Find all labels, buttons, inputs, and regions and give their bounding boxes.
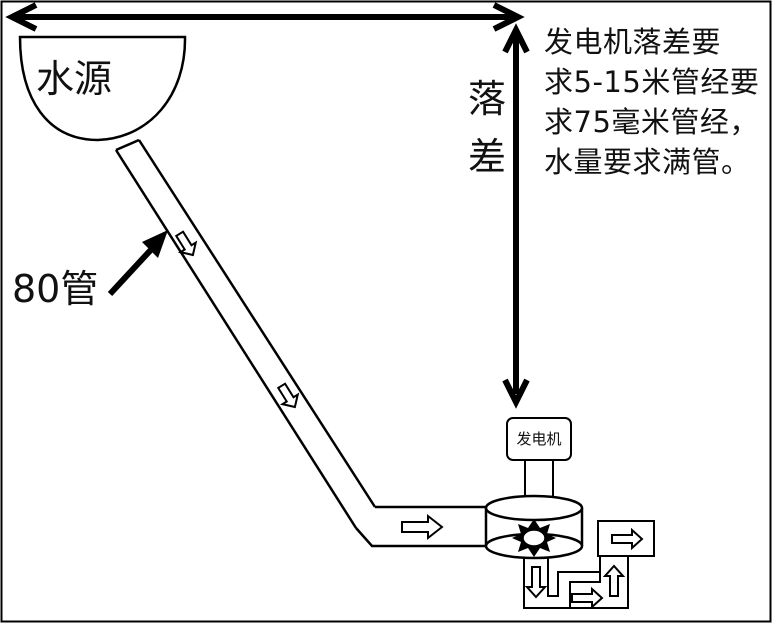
note-line-1: 发电机落差要	[544, 25, 721, 59]
flow-arrow-icon	[571, 586, 604, 610]
turbine-runner-icon	[512, 519, 556, 557]
horizontal-pipe	[355, 505, 486, 548]
generator-label: 发电机	[516, 430, 561, 448]
flow-arrow-icon	[524, 566, 548, 599]
pipe-label: 80管	[12, 267, 98, 311]
width-double-arrow	[5, 2, 525, 32]
drop-label-char-1: 落	[468, 77, 506, 121]
flow-arrow-icon	[611, 527, 644, 551]
pipe-pointer-arrow	[107, 230, 168, 297]
flow-arrow-icon	[174, 230, 198, 257]
note-line-4: 水量要求满管。	[544, 145, 751, 179]
water-source-bowl	[18, 35, 187, 142]
note-line-3: 求75毫米管经，	[544, 105, 759, 139]
drop-label-char-2: 差	[468, 135, 506, 179]
flow-arrow-icon	[602, 564, 626, 597]
flow-arrow-icon	[276, 382, 300, 409]
water-source-label: 水源	[36, 57, 112, 101]
drop-double-arrow	[502, 23, 530, 409]
note-line-2: 求5-15米管经要	[544, 65, 759, 99]
flow-arrow-icon	[401, 513, 444, 541]
requirement-note: 发电机落差要 求5-15米管经要 求75毫米管经， 水量要求满管。	[544, 25, 759, 179]
diagonal-pipe	[114, 138, 377, 529]
